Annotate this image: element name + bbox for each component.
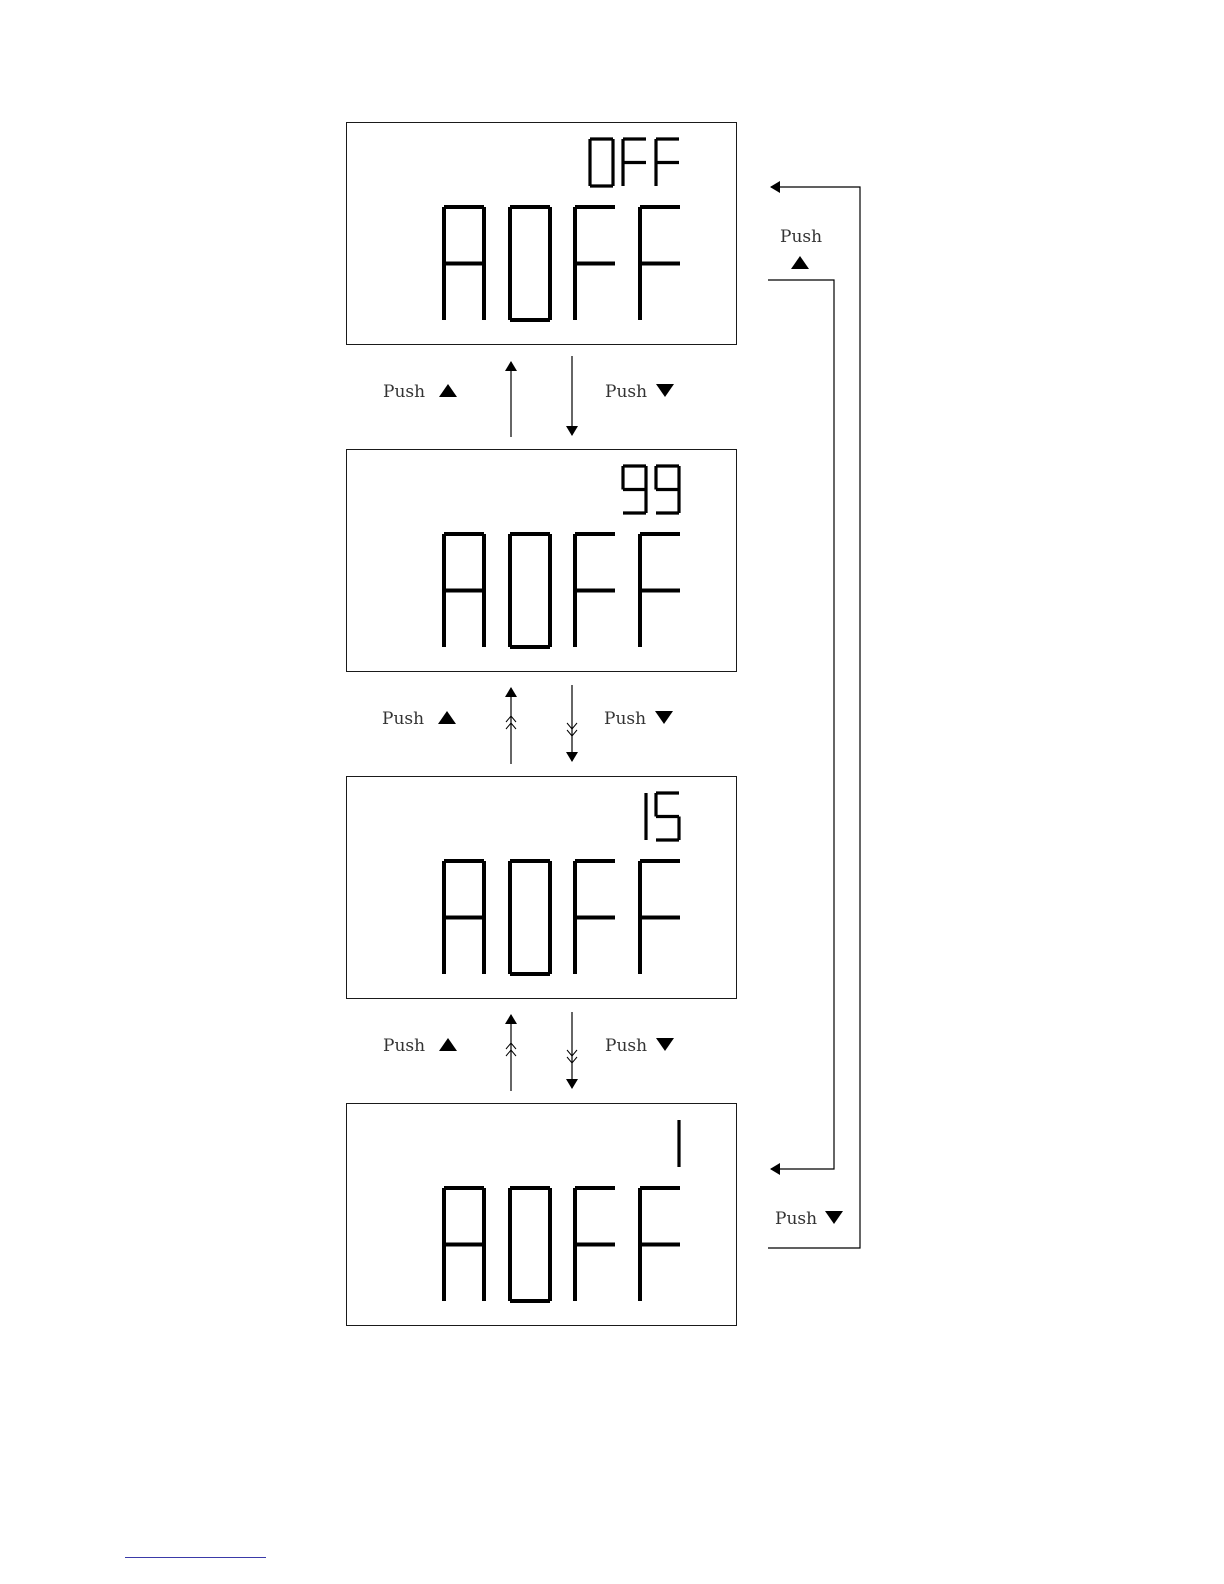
- push-down-label-3: Push: [605, 1038, 647, 1055]
- triangle-up-icon: [439, 1038, 457, 1051]
- push-up-label-1: Push: [383, 384, 425, 401]
- triangle-down-icon: [655, 711, 673, 724]
- triangle-down-icon: [656, 1038, 674, 1051]
- push-up-label-2: Push: [382, 711, 424, 728]
- triangle-up-icon: [438, 711, 456, 724]
- wrap-up-label: Push: [780, 229, 822, 246]
- triangle-down-icon: [825, 1211, 843, 1224]
- push-down-label-2: Push: [604, 711, 646, 728]
- footnote-rule: [125, 1557, 266, 1558]
- wrap-loop-down: [768, 187, 860, 1248]
- wrap-loop-up: [768, 280, 834, 1169]
- wrap-down-label: Push: [775, 1211, 817, 1228]
- triangle-down-icon: [656, 384, 674, 397]
- push-down-label-1: Push: [605, 384, 647, 401]
- push-up-label-3: Push: [383, 1038, 425, 1055]
- triangle-up-icon: [439, 384, 457, 397]
- triangle-up-icon: [791, 256, 809, 269]
